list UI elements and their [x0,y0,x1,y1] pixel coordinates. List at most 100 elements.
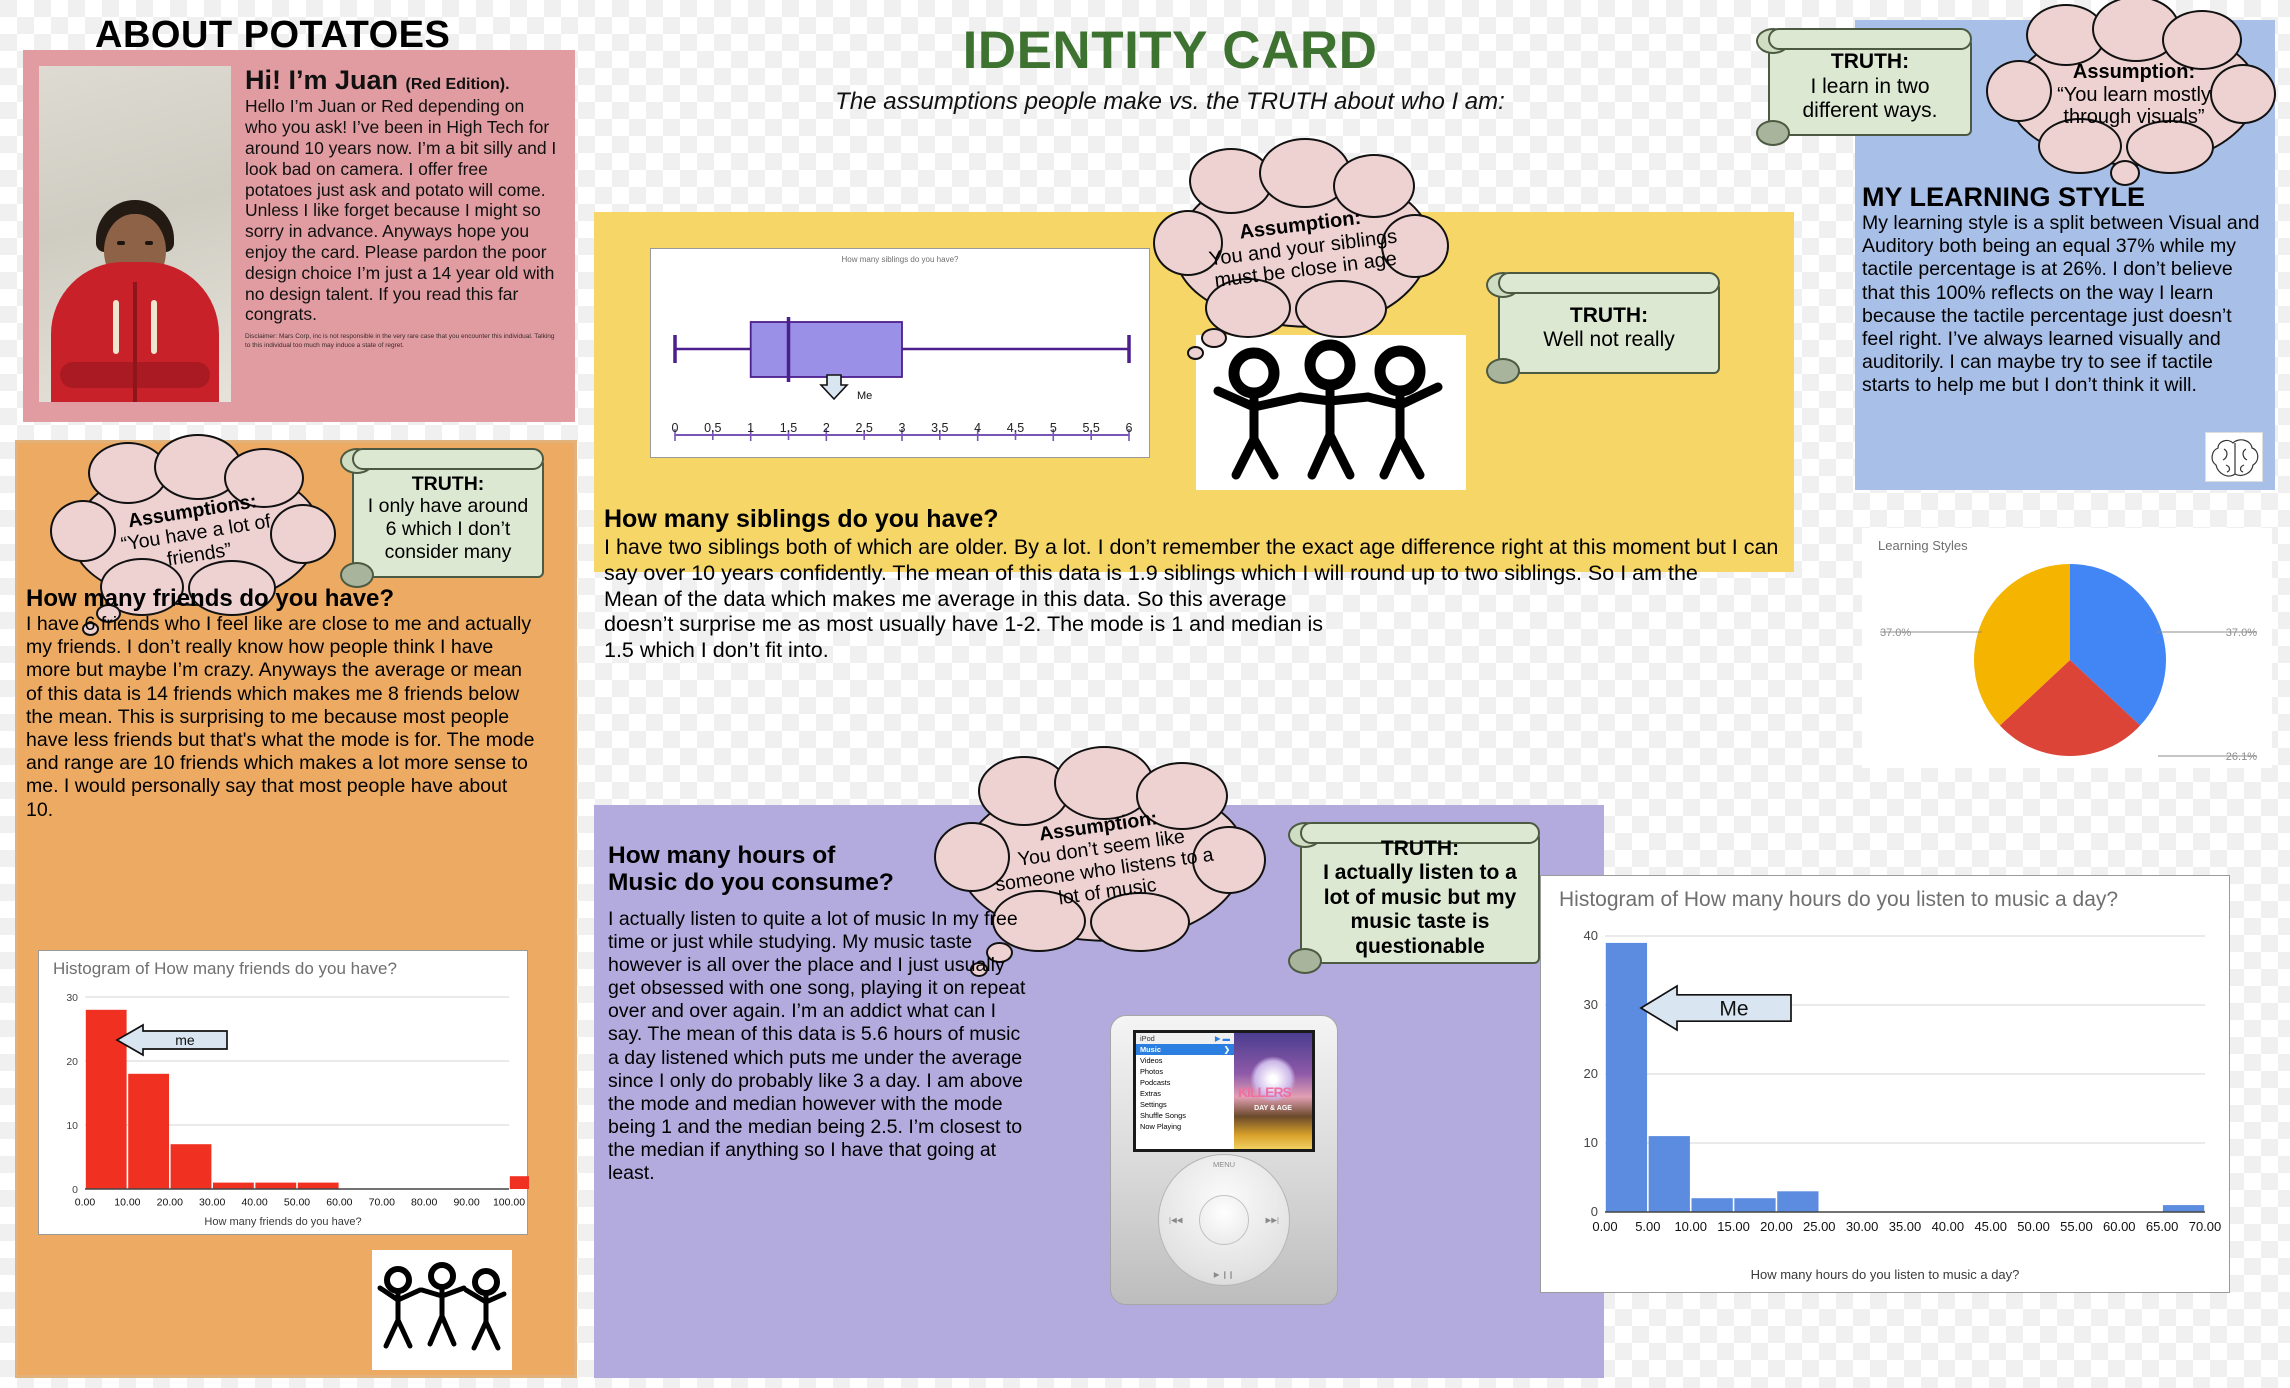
boxplot-tick: 4 [974,421,982,435]
ipod-play-pause-icon[interactable]: ▶ ❙❙ [1213,1270,1235,1279]
boxplot-tick: 5 [1049,421,1057,435]
friends-truth-scroll: TRUTH: I only have around 6 which I don’… [340,448,544,588]
pie-slice-label: 26.1% [2226,751,2257,763]
about-disclaimer: Disclaimer: Mars Corp, inc is not respon… [245,333,555,350]
boxplot-tick: 4.5 [1006,421,1025,435]
svg-text:50.00: 50.00 [2017,1219,2050,1234]
music-body: I actually listen to quite a lot of musi… [608,908,1026,1185]
svg-text:80.00: 80.00 [411,1197,437,1209]
ipod-menu-item[interactable]: Settings [1140,1100,1167,1109]
svg-text:30.00: 30.00 [1846,1219,1879,1234]
music-truth-text: I actually listen to a lot of music but … [1323,861,1517,958]
siblings-body: I have two siblings both of which are ol… [604,535,1779,663]
pie-slice-label: 37.0% [2226,627,2257,639]
siblings-assumption-cloud: Assumption: You and your siblings must b… [1153,138,1449,360]
svg-text:60.00: 60.00 [326,1197,352,1209]
histogram-me-label: Me [1719,998,1748,1021]
about-heading-edition: (Red Edition). [405,76,510,93]
learning-truth-text: I learn in two different ways. [1802,74,1938,123]
svg-text:40.00: 40.00 [241,1197,267,1209]
svg-text:30: 30 [66,992,78,1004]
siblings-truth-text: Well not really [1543,328,1675,351]
svg-text:65.00: 65.00 [2146,1219,2179,1234]
about-body: Hello I’m Juan or Red depending on who y… [245,96,557,325]
learning-title: MY LEARNING STYLE [1862,182,2146,212]
learning-truth-label: TRUTH: [1830,50,1910,74]
boxplot-tick: 3.5 [931,421,949,435]
music-histogram: Histogram of How many hours do you liste… [1540,875,2230,1293]
learning-assumption-label: Assumption: [2072,61,2196,84]
ipod-album-artist: KILLERS [1238,1084,1292,1101]
friends-assumption-cloud: Assumptions: “You have a lot of friends” [50,434,336,636]
ipod-click-wheel[interactable]: MENU |◀◀ ▶▶| ▶ ❙❙ [1158,1154,1290,1286]
siblings-question: How many siblings do you have? [604,505,999,533]
boxplot-tick: 1 [747,421,755,435]
friends-hist-title: Histogram of How many friends do you hav… [53,959,397,978]
boxplot-tick: 1.5 [779,421,798,435]
ipod-menu-item[interactable]: Now Playing [1140,1122,1182,1131]
ipod-menu-item[interactable]: Extras [1140,1089,1161,1098]
music-truth-label: TRUTH: [1380,837,1460,861]
boxplot-tick: 0.5 [704,421,722,435]
svg-text:10.00: 10.00 [114,1197,140,1209]
brain-icon [2205,432,2263,482]
ipod-menu-item[interactable]: Shuffle Songs [1140,1111,1186,1120]
about-section-title: ABOUT POTATOES [95,14,451,56]
learning-pie-chart: Learning Styles 37.0%26.1%37.0% [1862,528,2272,768]
about-heading: Hi! I’m Juan (Red Edition). [245,66,559,94]
svg-text:90.00: 90.00 [453,1197,479,1209]
music-hist-xlabel: How many hours do you listen to music a … [1750,1267,2020,1282]
svg-text:40.00: 40.00 [1932,1219,1965,1234]
music-hist-title: Histogram of How many hours do you liste… [1559,888,2119,911]
ipod-menu-item[interactable]: Photos [1140,1067,1164,1076]
music-assumption-cloud: Assumption: You don’t seem like someone … [934,746,1266,977]
svg-text:20.00: 20.00 [1760,1219,1793,1234]
about-heading-main: Hi! I’m Juan [245,65,399,95]
ipod-menu-item[interactable]: Podcasts [1140,1078,1171,1087]
siblings-truth-scroll: TRUTH: Well not really [1486,272,1720,384]
ipod-menu-label: MENU [1212,1160,1236,1169]
music-truth-scroll: TRUTH: I actually listen to a lot of mus… [1288,822,1540,974]
ipod-menu-header: iPod▶ ▬ [1136,1033,1234,1044]
ipod-album-art: KILLERS DAY & AGE [1234,1033,1312,1149]
learning-assumption-cloud: Assumption: “You learn mostly through vi… [1986,0,2276,186]
boxplot-tick: 6 [1125,421,1133,435]
ipod-next-icon[interactable]: ▶▶| [1265,1215,1279,1225]
svg-text:20.00: 20.00 [157,1197,183,1209]
boxplot-me-label: Me [857,390,872,402]
friends-truth-label: TRUTH: [411,472,485,495]
histogram-me-label: me [175,1032,195,1048]
friends-hist-xlabel: How many friends do you have? [204,1216,362,1228]
stick-figures-image-2 [372,1250,512,1370]
page-subtitle: The assumptions people make vs. the TRUT… [835,88,1505,115]
friends-question: How many friends do you have? [26,585,395,612]
svg-text:40: 40 [1584,928,1598,943]
friends-body: I have 6 friends who I feel like are clo… [26,613,535,821]
svg-text:0.00: 0.00 [1592,1219,1617,1234]
boxplot-title: How many siblings do you have? [841,255,959,264]
learning-truth-scroll: TRUTH: I learn in two different ways. [1756,28,1972,146]
music-question-line2: Music do you consume? [608,868,894,896]
svg-text:35.00: 35.00 [1889,1219,1922,1234]
ipod-menu-item[interactable]: Music❯ [1136,1044,1234,1055]
svg-text:5.00: 5.00 [1635,1219,1660,1234]
boxplot-tick: 2 [822,421,830,435]
ipod-menu-item[interactable]: Videos [1140,1056,1163,1065]
svg-text:0: 0 [72,1184,78,1196]
svg-text:20: 20 [66,1056,78,1068]
music-assumption-text: You don’t seem like someone who listens … [993,825,1215,910]
svg-text:0: 0 [1591,1204,1598,1219]
svg-text:30.00: 30.00 [199,1197,225,1209]
ipod-select-button[interactable] [1199,1195,1249,1245]
svg-text:55.00: 55.00 [2060,1219,2093,1234]
ipod-prev-icon[interactable]: |◀◀ [1169,1215,1183,1225]
about-card: Hi! I’m Juan (Red Edition). Hello I’m Ju… [23,50,575,422]
pie-svg: 37.0%26.1%37.0% [1880,564,2257,763]
svg-text:30: 30 [1584,997,1598,1012]
pie-title: Learning Styles [1878,538,1968,553]
